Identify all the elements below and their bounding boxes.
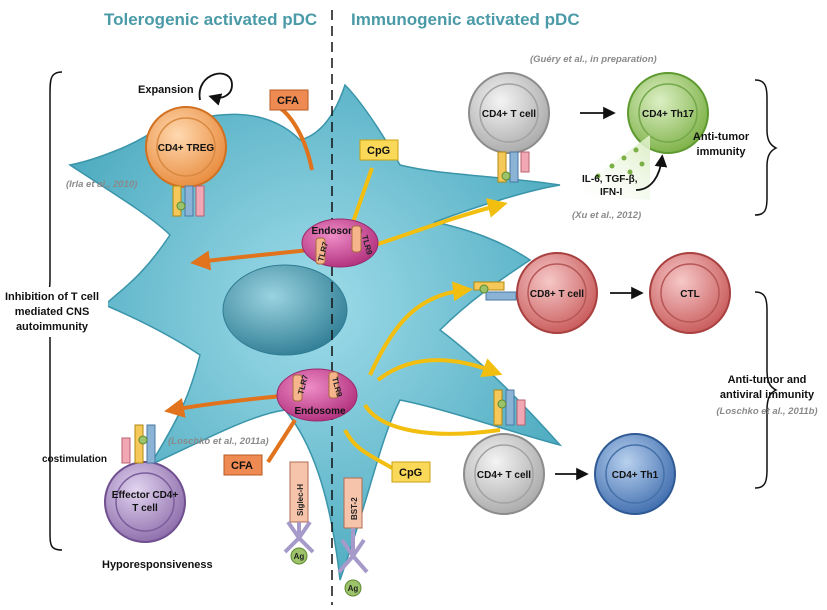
tag-cfa-bottom [223,454,263,476]
th1-nucleus [605,444,665,504]
arrow-to-cd4-top [374,198,508,247]
tag-cpg-top-label: CpG [367,145,390,157]
tlr9-top [351,225,362,253]
cite-guery: (Guéry et al., in preparation) [530,54,657,65]
arrow-cfa-bottom [266,418,297,464]
tlr7-top [315,237,326,265]
treg-peptide [176,201,186,211]
right-brace-bottom [754,291,778,489]
effector-nucleus [115,472,175,532]
ag-bst2 [344,579,362,597]
cite-irla: (Irla et al., 2010) [66,179,137,190]
expansion-loop-arrow [198,72,233,106]
tag-cpg-bottom-label: CpG [399,467,422,479]
anti-tumor-viral-line-1: Anti-tumor and [728,374,807,386]
siglec-h-label: Siglec-H [296,484,305,516]
arrow-cpg-bottom [343,429,394,470]
anti-tumor-line-1: Anti-tumor [693,131,750,143]
cd8-receptor-b [485,291,517,301]
effector-cd4-cell [104,461,186,543]
arrow-cpg-top [350,167,374,226]
cytokines-line-1: IL-6, TGF-β, [582,174,638,185]
tag-cpg-top [359,139,399,161]
cite-loschko-a: (Loschko et al., 2011a) [168,436,269,447]
arrow-cytokine-to-th17 [635,154,668,191]
cd4-bottom-peptide [497,399,507,409]
cd4-top-receptor-b [509,151,519,183]
cd4-top-receptor-a [497,151,507,183]
arrow-to-cd8 [368,281,473,376]
cd4-top-receptor-c [520,151,530,173]
cd8-peptide [479,284,489,294]
bst2-label: BST-2 [350,497,359,520]
ag-bst2-label: Ag [348,584,359,593]
effector-label-2: T cell [132,503,158,514]
th17-nucleus [638,83,698,143]
effector-peptide [138,435,148,445]
cd4-bottom-receptor-b [505,389,515,426]
siglec-antibody [283,520,315,554]
endosome-top-label: Endosome [311,226,363,237]
effector-label-1: Effector CD4+ [112,490,179,501]
treg-receptor-b [184,185,194,217]
arrow-yellow-bottom [363,403,501,436]
effector-receptor-b [146,424,156,464]
th17-label: CD4+ Th17 [642,109,694,120]
treg-nucleus [156,117,216,177]
effector-receptor-c [121,437,131,464]
tag-cfa-bottom-label: CFA [231,460,253,472]
cd8-label: CD8+ T cell [530,289,584,300]
tlr7-bottom [292,374,303,402]
expansion-label: Expansion [138,84,194,96]
anti-tumor-viral-line-2: antiviral immunity [720,389,815,401]
ctl-nucleus [660,263,720,323]
cite-loschko-b: (Loschko et al., 2011b) [716,406,817,417]
ag-siglec [290,547,308,565]
cd4-tcell-bottom-label: CD4+ T cell [477,470,531,481]
tag-cpg-bottom [391,461,431,483]
cd8-receptor-a [473,281,505,291]
costimulation-label: costimulation [42,454,107,465]
tag-cfa-top-label: CFA [277,95,299,107]
tag-cfa-top [269,89,309,111]
treg-receptor-a [172,185,182,217]
bst2-antibody [337,528,369,574]
ag-siglec-label: Ag [294,552,305,561]
cd4-tcell-top-label: CD4+ T cell [482,109,536,120]
endosome-bottom-label: Endosome [294,406,346,417]
cytokines-line-2: IFN-I [600,187,622,198]
left-effect-line-3: autoimmunity [16,321,89,333]
ctl-label: CTL [680,289,699,300]
right-brace-top [754,79,778,216]
cite-xu: (Xu et al., 2012) [572,210,641,221]
cd4-bottom-receptor-c [516,399,526,426]
left-effect-line-2: mediated CNS [15,306,90,318]
anti-tumor-line-2: immunity [697,146,747,158]
arrow-to-cd4-mid [376,358,503,382]
treg-label: CD4+ TREG [158,143,215,154]
cd4-tcell-bottom-nucleus [474,444,534,504]
tlr9-bottom [328,371,339,399]
treg-receptor-c [195,185,205,217]
header-immunogenic: Immunogenic activated pDC [351,10,580,29]
arrow-to-treg [190,248,311,271]
pdc-nucleus [222,264,348,356]
cd4-top-peptide [501,171,511,181]
cd8-nucleus [527,263,587,323]
left-effect-bg [0,287,108,337]
hyporesponsiveness-label: Hyporesponsiveness [102,559,213,571]
header-tolerogenic: Tolerogenic activated pDC [104,10,317,29]
cd4-tcell-top-nucleus [479,83,539,143]
th1-label: CD4+ Th1 [612,470,659,481]
left-effect-line-1: Inhibition of T cell [5,291,99,303]
arrow-to-effector [164,393,293,418]
